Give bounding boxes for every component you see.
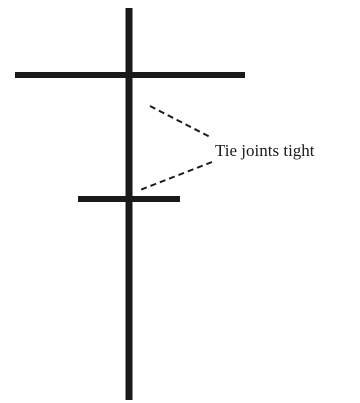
leader-line-lower: [139, 161, 213, 191]
leader-line-upper: [149, 105, 213, 139]
callout-label: Tie joints tight: [215, 141, 315, 160]
